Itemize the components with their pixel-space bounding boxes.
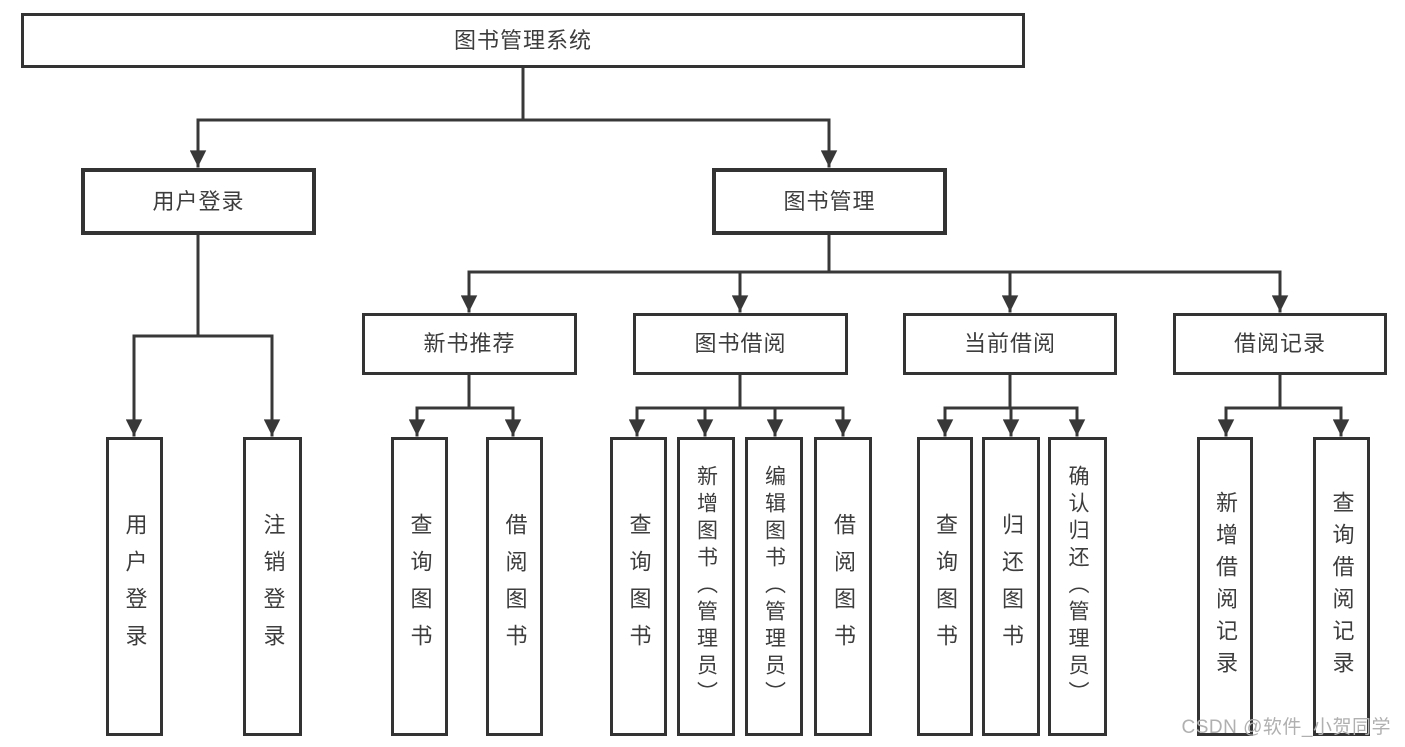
- node-root-system-label: 图书管理系统: [453, 27, 592, 53]
- node-root-system: 图书管理系统: [21, 13, 1025, 68]
- node-current-borrowing-label: 当前借阅: [963, 331, 1056, 356]
- csdn-watermark: CSDN @软件_小贺同学: [1181, 717, 1391, 738]
- node-user-login-branch-label: 用户登录: [152, 188, 245, 214]
- node-new-book-recommendation: 新书推荐: [362, 313, 577, 375]
- leaf-edit-books-admin: 编辑图书（管理员）: [745, 437, 803, 736]
- leaf-query-books-current-label: 查询图书: [933, 512, 958, 661]
- leaf-add-borrow-record-label: 新增借阅记录: [1213, 490, 1238, 683]
- leaf-confirm-return-admin-label: 确认归还（管理员）: [1066, 465, 1089, 708]
- leaf-borrow-books-label: 借阅图书: [831, 512, 856, 661]
- leaf-add-books-admin: 新增图书（管理员）: [677, 437, 735, 736]
- node-book-borrowing-label: 图书借阅: [694, 331, 787, 356]
- leaf-confirm-return-admin: 确认归还（管理员）: [1048, 437, 1107, 736]
- leaf-query-books-recommend: 查询图书: [391, 437, 448, 736]
- leaf-borrow-books: 借阅图书: [814, 437, 872, 736]
- node-book-borrowing: 图书借阅: [633, 313, 848, 375]
- leaf-add-books-admin-label: 新增图书（管理员）: [694, 465, 718, 708]
- node-book-management-branch: 图书管理: [712, 168, 947, 235]
- leaf-query-borrow-record-label: 查询借阅记录: [1329, 490, 1355, 683]
- leaf-borrow-books-recommend-label: 借阅图书: [502, 512, 528, 661]
- leaf-logout: 注销登录: [243, 437, 302, 736]
- leaf-query-books-current: 查询图书: [917, 437, 973, 736]
- leaf-edit-books-admin-label: 编辑图书（管理员）: [762, 465, 786, 708]
- leaf-return-books: 归还图书: [982, 437, 1040, 736]
- node-new-book-recommendation-label: 新书推荐: [423, 331, 516, 356]
- leaf-query-books-borrowing: 查询图书: [610, 437, 667, 736]
- leaf-query-borrow-record: 查询借阅记录: [1313, 437, 1370, 736]
- leaf-borrow-books-recommend: 借阅图书: [486, 437, 543, 736]
- node-user-login-branch: 用户登录: [81, 168, 316, 235]
- node-current-borrowing: 当前借阅: [903, 313, 1117, 375]
- leaf-query-books-borrowing-label: 查询图书: [626, 512, 652, 661]
- leaf-return-books-label: 归还图书: [999, 512, 1024, 661]
- leaf-user-login: 用户登录: [106, 437, 163, 736]
- node-book-management-branch-label: 图书管理: [783, 188, 876, 214]
- node-borrowing-records-label: 借阅记录: [1233, 331, 1326, 356]
- leaf-add-borrow-record: 新增借阅记录: [1197, 437, 1253, 736]
- leaf-query-books-recommend-label: 查询图书: [407, 512, 433, 661]
- leaf-logout-label: 注销登录: [260, 512, 286, 661]
- leaf-user-login-label: 用户登录: [122, 512, 148, 661]
- node-borrowing-records: 借阅记录: [1173, 313, 1387, 375]
